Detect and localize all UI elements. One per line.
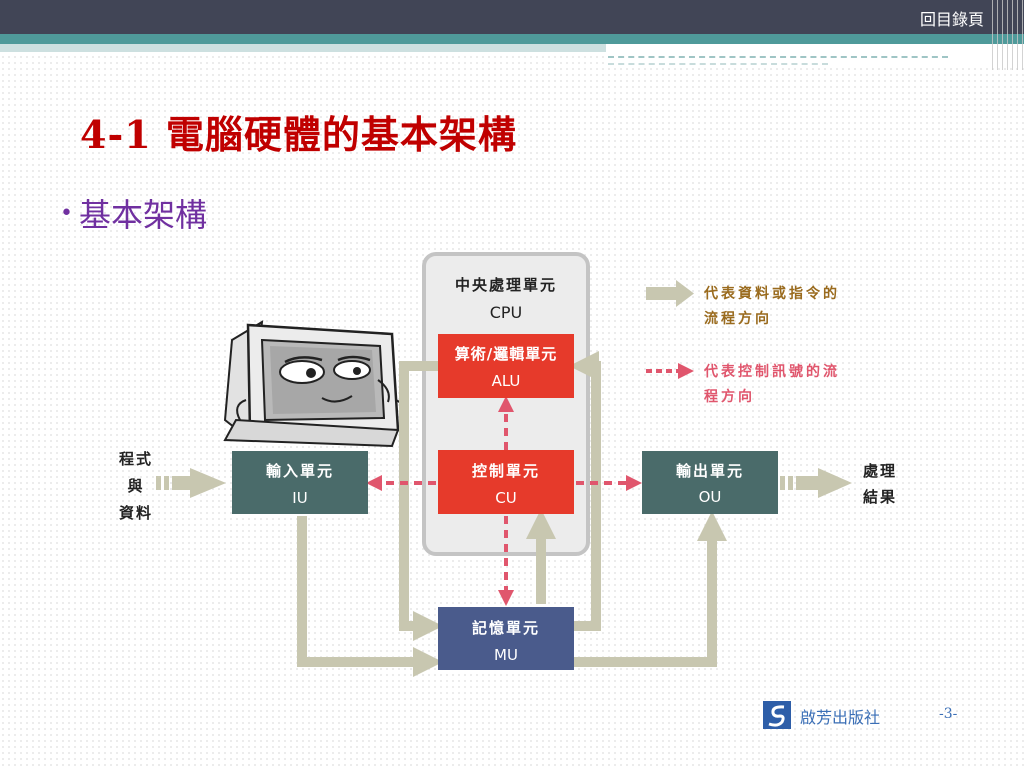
iu-unit: 輸入單元 IU (232, 451, 368, 514)
output-label-line: 結果 (863, 488, 897, 506)
publisher-logo-icon (763, 701, 791, 729)
bullet-dot-icon: • (60, 201, 73, 226)
output-label-line: 處理 (863, 462, 897, 480)
legend-control-text: 代表控制訊號的流 (703, 363, 840, 380)
legend-data-text: 代表資料或指令的 (703, 285, 840, 302)
bullet-text: 基本架構 (78, 196, 207, 234)
header-light-band (0, 44, 608, 52)
legend-control-text: 程方向 (704, 388, 755, 405)
header-dash-line (608, 56, 948, 58)
input-label-line: 資料 (119, 504, 153, 522)
page-number: -3- (939, 706, 958, 722)
header-white-band (606, 44, 1024, 66)
bullet-item: •基本架構 (60, 190, 207, 236)
ou-unit: 輸出單元 OU (642, 451, 778, 514)
alu-abbr: ALU (492, 372, 521, 390)
cu-unit: 控制單元 CU (438, 450, 574, 514)
data-flow-arrow-icon (646, 287, 676, 300)
home-link[interactable]: 回目錄頁 (919, 10, 984, 29)
publisher-name: 啟芳出版社 (800, 708, 881, 727)
header-stripe-decoration (992, 0, 1024, 70)
computer-mascot-icon (223, 320, 407, 448)
legend-data-text: 流程方向 (704, 310, 772, 327)
alu-label: 算術/邏輯單元 (455, 345, 557, 363)
input-arrow-icon (156, 468, 226, 498)
header-dash-line (608, 63, 828, 65)
mu-unit: 記憶單元 MU (438, 607, 574, 670)
mu-label: 記憶單元 (472, 619, 540, 637)
legend-data-flow: 代表資料或指令的 流程方向 (646, 280, 840, 327)
slide-title: 4-1 電腦硬體的基本架構 (80, 112, 517, 157)
output-arrow-icon (780, 468, 852, 498)
alu-unit: 算術/邏輯單元 ALU (438, 334, 574, 398)
input-label-line: 程式 (119, 450, 153, 468)
iu-abbr: IU (292, 489, 307, 507)
cpu-label: 中央處理單元 (455, 276, 557, 294)
ou-abbr: OU (699, 488, 722, 506)
header-bar (0, 0, 1024, 34)
cpu-abbr: CPU (490, 303, 523, 322)
header-accent-bar (0, 34, 1024, 44)
cu-abbr: CU (495, 489, 516, 507)
mu-abbr: MU (494, 646, 518, 664)
legend-control-flow: 代表控制訊號的流 程方向 (646, 363, 840, 405)
iu-label: 輸入單元 (266, 462, 334, 480)
ou-label: 輸出單元 (676, 462, 744, 480)
input-label-line: 與 (127, 477, 144, 495)
control-flow-lines (366, 396, 642, 606)
data-flow-lines (297, 351, 727, 677)
cu-label: 控制單元 (472, 462, 540, 480)
